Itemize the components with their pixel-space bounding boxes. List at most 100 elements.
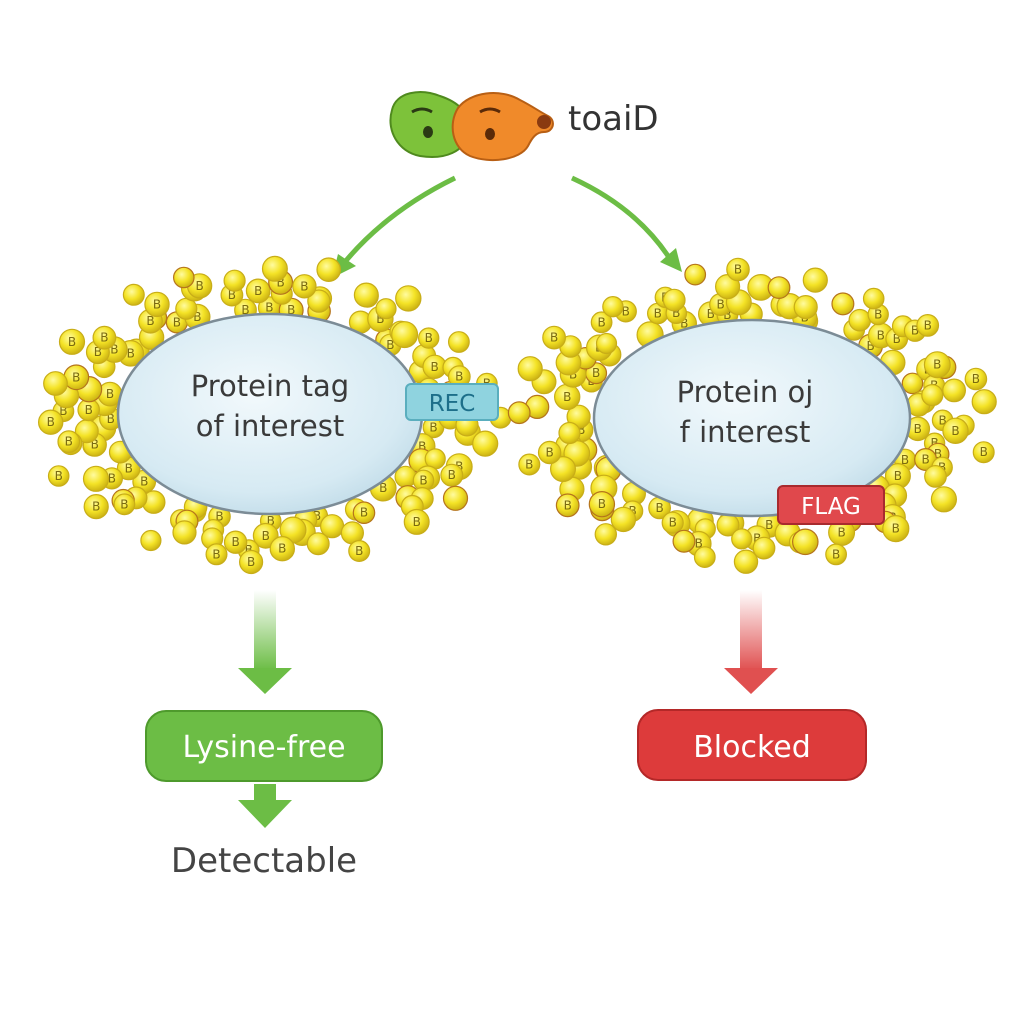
biotin-bead <box>848 308 872 332</box>
biotin-bead-label: B <box>379 481 387 495</box>
biotin-bead <box>205 543 228 566</box>
biotin-bead-label: B <box>72 370 80 384</box>
biotin-bead-label: B <box>110 343 118 357</box>
protein-left-line2: of interest <box>196 409 344 443</box>
biotin-bead <box>140 529 162 552</box>
biotin-bead <box>594 523 618 546</box>
biotin-bead-label: B <box>376 312 384 326</box>
biotin-bead <box>862 287 885 310</box>
biotin-bead-label: B <box>92 500 100 514</box>
biotin-bead <box>972 441 995 464</box>
biotin-bead-label: B <box>195 279 203 293</box>
biotin-bead-label: B <box>430 360 438 374</box>
biotin-bead-label: B <box>938 413 946 427</box>
biotin-bead <box>418 327 440 349</box>
blocked-badge <box>637 709 867 781</box>
biotin-bead <box>767 276 791 300</box>
biotin-bead-label: B <box>877 329 885 343</box>
biotin-bead-label: B <box>228 288 236 302</box>
biotin-bead-label: B <box>707 307 715 321</box>
biotin-bead-label: B <box>215 510 223 524</box>
biotin-bead-label: B <box>429 420 437 434</box>
biotin-bead-label: B <box>146 314 154 328</box>
biotin-bead-label: B <box>59 404 67 418</box>
right-down-arrow-head <box>724 668 778 694</box>
protein-right-line2: f interest <box>680 415 811 449</box>
biotin-bead-label: B <box>140 475 148 489</box>
biotin-bead <box>82 465 110 492</box>
biotin-bead-label: B <box>716 298 724 312</box>
biotin-bead <box>58 328 86 355</box>
blocked-label: Blocked <box>693 730 811 765</box>
biotin-bead <box>610 506 637 533</box>
biotin-bead <box>555 493 580 518</box>
biotin-bead-label: B <box>866 339 874 353</box>
biotin-bead-label: B <box>894 469 902 483</box>
biotin-bead <box>518 453 541 476</box>
biotin-bead-label: B <box>85 403 93 417</box>
biotin-bead <box>261 255 288 282</box>
biotin-bead <box>661 511 684 534</box>
biotin-bead <box>921 384 944 407</box>
biotin-bead-label: B <box>980 445 988 459</box>
biotin-bead-label: B <box>901 453 909 467</box>
biotin-bead <box>964 367 988 391</box>
biotin-bead-label: B <box>577 423 585 437</box>
biotin-bead-label: B <box>419 473 427 487</box>
biotin-bead <box>942 378 966 403</box>
biotin-bead <box>92 325 117 350</box>
biotin-bead-label: B <box>550 331 558 345</box>
biotin-bead <box>113 493 136 516</box>
turboid-enzyme-icon <box>389 91 554 162</box>
biotin-bead <box>292 274 317 299</box>
biotin-bead <box>472 430 499 457</box>
biotin-bead-label: B <box>418 439 426 453</box>
biotin-bead <box>122 283 145 306</box>
biotin-bead-label: B <box>723 308 731 322</box>
protein-right-line1: Protein oj <box>677 375 814 409</box>
biotin-bead-label: B <box>930 436 938 450</box>
biotin-bead <box>537 440 562 465</box>
biotin-bead-label: B <box>287 303 295 317</box>
biotin-bead-label: B <box>262 529 270 543</box>
biotin-bead <box>37 409 64 435</box>
biotin-bead-label: B <box>934 447 942 461</box>
biotin-bead-label: B <box>106 387 114 401</box>
biotin-bead <box>395 285 422 312</box>
biotin-bead <box>802 267 828 293</box>
biotin-bead <box>731 528 753 550</box>
left-second-arrow-stem <box>254 784 276 802</box>
biotin-bead-label: B <box>425 331 433 345</box>
biotin-bead <box>223 269 246 292</box>
biotin-bead <box>549 456 576 483</box>
biotin-bead <box>352 501 376 524</box>
biotin-bead-label: B <box>94 345 102 359</box>
right-down-arrow-stem <box>740 590 762 670</box>
flag-tag <box>777 485 885 525</box>
biotin-bead <box>558 421 581 445</box>
biotin-bead-label: B <box>47 415 55 429</box>
biotin-bead-label: B <box>455 370 463 384</box>
biotin-bead-label: B <box>448 468 456 482</box>
biotin-bead-label: B <box>360 506 368 520</box>
logo-name: toaiD <box>568 99 659 139</box>
biotin-bead-label: B <box>837 526 845 540</box>
biotin-bead-label: B <box>127 346 135 360</box>
biotin-bead-label: B <box>597 315 605 329</box>
biotin-bead-label: B <box>278 542 286 556</box>
biotin-bead <box>684 263 707 286</box>
biotin-bead-label: B <box>153 297 161 311</box>
biotin-bead <box>391 321 419 349</box>
biotin-bead-label: B <box>265 301 273 315</box>
biotin-bead-label: B <box>669 516 677 530</box>
biotin-bead <box>791 528 819 556</box>
biotin-bead-label: B <box>247 555 255 569</box>
biotin-bead-label: B <box>231 535 239 549</box>
biotin-bead-label: B <box>893 332 901 346</box>
biotin-bead-label: B <box>951 424 959 438</box>
biotin-bead <box>542 325 566 350</box>
biotin-bead-label: B <box>300 279 308 293</box>
biotin-bead <box>316 257 341 282</box>
